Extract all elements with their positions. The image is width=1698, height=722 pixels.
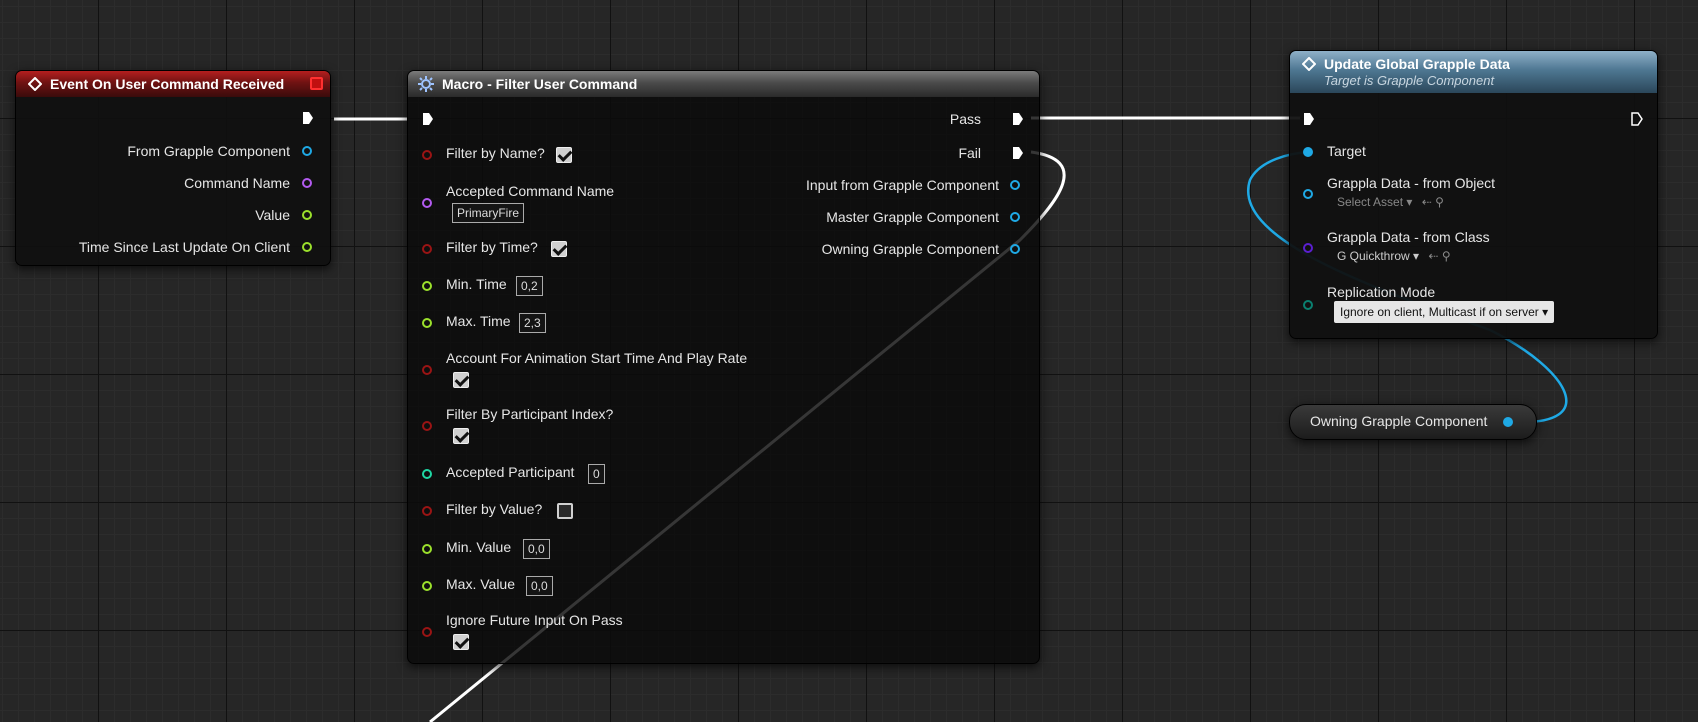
input-label-filter-participant: Filter By Participant Index?: [446, 406, 614, 422]
input-label-filter-by-value: Filter by Value?: [446, 501, 543, 517]
chevron-down-icon: ▾: [1542, 305, 1549, 319]
min-value-field[interactable]: 0,0: [523, 539, 550, 559]
update-node-header[interactable]: Update Global Grapple Data Target is Gra…: [1290, 51, 1657, 93]
input-label-min-time: Min. Time: [446, 276, 507, 292]
browse-search-icon[interactable]: ⚲: [1441, 249, 1451, 263]
bool-pin[interactable]: [422, 421, 432, 431]
output-label-fail: Fail: [958, 145, 981, 161]
class-combo[interactable]: G Quickthrow ▾ ⇠ ⚲: [1337, 249, 1451, 263]
input-label-ignore-future: Ignore Future Input On Pass: [446, 612, 623, 628]
exec-in-pin[interactable]: [1303, 112, 1315, 126]
filter-by-value-checkbox[interactable]: [557, 503, 573, 519]
float-pin[interactable]: [302, 242, 312, 252]
max-value-field[interactable]: 0,0: [526, 576, 553, 596]
target-object-pin[interactable]: [1303, 147, 1313, 157]
replication-mode-select[interactable]: Ignore on client, Multicast if on server…: [1334, 301, 1555, 323]
browse-search-icon[interactable]: ⚲: [1435, 195, 1444, 209]
filter-by-time-checkbox[interactable]: [551, 241, 567, 257]
macro-node-title: Macro - Filter User Command: [442, 76, 638, 92]
object-pin[interactable]: [1303, 189, 1313, 199]
min-time-field[interactable]: 0,2: [516, 276, 543, 296]
bool-pin[interactable]: [422, 365, 432, 375]
event-node-title: Event On User Command Received: [50, 76, 285, 92]
max-time-field[interactable]: 2,3: [519, 313, 546, 333]
exec-out-pin[interactable]: [1631, 112, 1643, 126]
input-label-max-value: Max. Value: [446, 576, 515, 592]
exec-out-pass-pin[interactable]: [1012, 112, 1024, 126]
input-label-accepted-participant: Accepted Participant: [446, 464, 575, 480]
filter-participant-checkbox[interactable]: [453, 428, 469, 444]
output-label-time-since: Time Since Last Update On Client: [78, 239, 290, 255]
chevron-down-icon: ▾: [1413, 249, 1420, 263]
exec-in-pin[interactable]: [422, 112, 434, 126]
input-label-min-value: Min. Value: [446, 539, 512, 555]
output-label-command-name: Command Name: [184, 175, 290, 191]
update-node-subtitle: Target is Grapple Component: [1324, 73, 1495, 88]
float-pin[interactable]: [422, 318, 432, 328]
filter-by-name-checkbox[interactable]: [556, 147, 572, 163]
exec-out-pin[interactable]: [302, 111, 314, 125]
output-label-pass: Pass: [949, 111, 981, 127]
replication-mode-value: Ignore on client, Multicast if on server: [1340, 305, 1539, 319]
use-asset-arrow-icon[interactable]: ⇠: [1421, 195, 1432, 209]
variable-label: Owning Grapple Component: [1310, 413, 1488, 429]
bool-pin[interactable]: [422, 244, 432, 254]
chevron-down-icon: ▾: [1406, 195, 1413, 209]
macro-node-header[interactable]: Macro - Filter User Command: [408, 71, 1039, 97]
update-node-title: Update Global Grapple Data: [1324, 56, 1510, 72]
event-node-header[interactable]: Event On User Command Received: [16, 71, 330, 97]
exec-out-fail-pin[interactable]: [1012, 146, 1024, 160]
bool-pin[interactable]: [422, 506, 432, 516]
output-label-input-from: Input from Grapple Component: [806, 177, 999, 193]
name-pin[interactable]: [302, 178, 312, 188]
float-pin[interactable]: [422, 544, 432, 554]
input-label-target: Target: [1327, 143, 1366, 159]
use-asset-arrow-icon[interactable]: ⇠: [1428, 249, 1439, 263]
select-asset-combo[interactable]: Select Asset ▾ ⇠ ⚲: [1337, 195, 1444, 209]
owning-grapple-variable-node[interactable]: Owning Grapple Component: [1289, 404, 1537, 440]
input-label-accepted-command: Accepted Command Name: [446, 183, 615, 199]
output-label-owning: Owning Grapple Component: [821, 241, 999, 257]
event-diamond-icon: [28, 77, 42, 91]
input-label-max-time: Max. Time: [446, 313, 511, 329]
class-value: G Quickthrow: [1337, 249, 1410, 263]
update-node[interactable]: Update Global Grapple Data Target is Gra…: [1289, 50, 1658, 339]
macro-node[interactable]: Macro - Filter User Command Pass Fail In…: [407, 70, 1040, 664]
input-label-from-object: Grappla Data - from Object: [1327, 175, 1496, 191]
object-pin[interactable]: [302, 146, 312, 156]
bool-pin[interactable]: [422, 150, 432, 160]
output-label-value: Value: [255, 207, 290, 223]
account-anim-checkbox[interactable]: [453, 372, 469, 388]
int-pin[interactable]: [422, 469, 432, 479]
object-pin[interactable]: [1010, 212, 1020, 222]
enum-pin[interactable]: [1303, 300, 1313, 310]
select-asset-value: Select Asset: [1337, 195, 1404, 209]
variable-object-pin[interactable]: [1503, 417, 1513, 427]
object-pin[interactable]: [1010, 244, 1020, 254]
input-label-filter-by-time: Filter by Time?: [446, 239, 538, 255]
input-label-filter-by-name: Filter by Name?: [446, 145, 545, 161]
float-pin[interactable]: [302, 210, 312, 220]
name-pin[interactable]: [422, 198, 432, 208]
event-node[interactable]: Event On User Command Received From Grap…: [15, 70, 331, 266]
input-label-account-anim: Account For Animation Start Time And Pla…: [446, 350, 748, 366]
input-label-replication: Replication Mode: [1327, 284, 1436, 300]
input-label-from-class: Grappla Data - from Class: [1327, 229, 1490, 245]
macro-gear-icon: [418, 76, 434, 92]
class-pin[interactable]: [1303, 243, 1313, 253]
float-pin[interactable]: [422, 581, 432, 591]
ignore-future-checkbox[interactable]: [453, 634, 469, 650]
output-label-from-grapple: From Grapple Component: [127, 143, 290, 159]
accepted-participant-field[interactable]: 0: [588, 464, 605, 484]
output-label-master: Master Grapple Component: [826, 209, 999, 225]
accepted-command-name-field[interactable]: PrimaryFire: [452, 203, 524, 223]
object-pin[interactable]: [1010, 180, 1020, 190]
stop-icon[interactable]: [310, 77, 323, 90]
float-pin[interactable]: [422, 281, 432, 291]
function-diamond-icon: [1302, 57, 1316, 71]
bool-pin[interactable]: [422, 627, 432, 637]
